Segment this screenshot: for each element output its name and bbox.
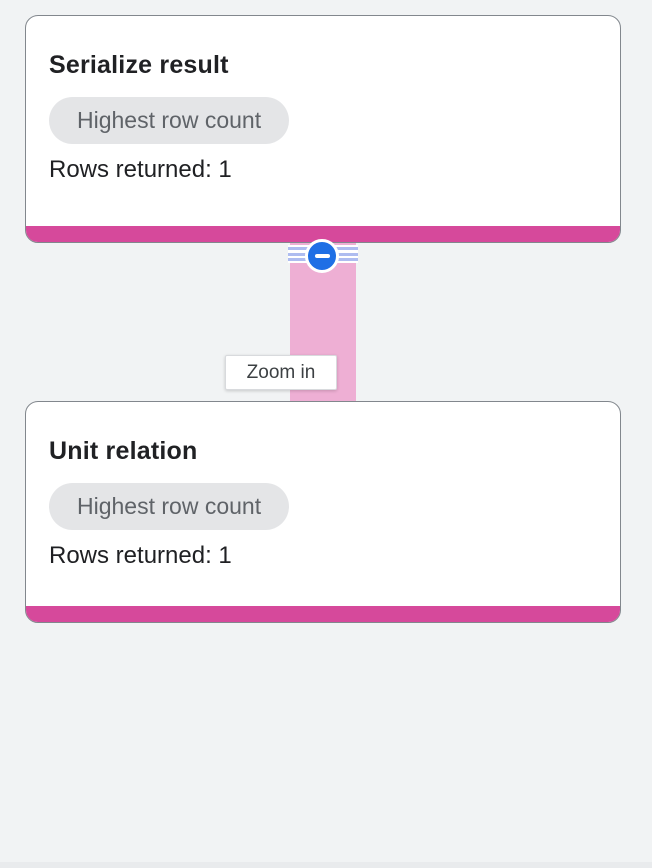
minus-circle-icon bbox=[314, 253, 330, 259]
node-accent-bar bbox=[26, 226, 620, 242]
collapse-edge-button[interactable] bbox=[305, 239, 339, 273]
plan-node-unit-relation[interactable]: Unit relation Highest row count Rows ret… bbox=[25, 401, 621, 623]
node-title: Unit relation bbox=[49, 437, 198, 465]
highest-row-count-badge: Highest row count bbox=[49, 483, 290, 530]
rows-returned-label: Rows returned: 1 bbox=[49, 156, 232, 183]
rows-returned-label: Rows returned: 1 bbox=[49, 542, 232, 569]
canvas-bottom-edge bbox=[0, 862, 652, 868]
highest-row-count-badge: Highest row count bbox=[49, 97, 290, 144]
node-title: Serialize result bbox=[49, 51, 229, 79]
tooltip-label: Zoom in bbox=[246, 361, 316, 383]
plan-node-serialize-result[interactable]: Serialize result Highest row count Rows … bbox=[25, 15, 621, 243]
zoom-in-tooltip: Zoom in bbox=[225, 355, 337, 390]
node-accent-bar bbox=[26, 606, 620, 622]
